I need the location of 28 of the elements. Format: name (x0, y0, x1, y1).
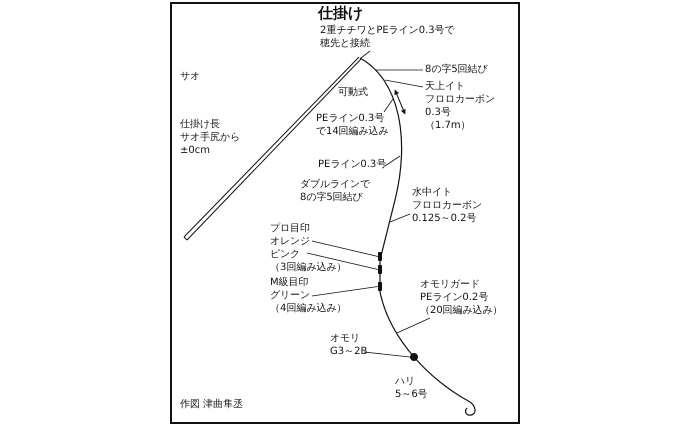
credit-text: 作図 津曲隼丞 (180, 398, 244, 411)
leader-line (306, 252, 378, 270)
leader-line (364, 352, 410, 358)
annotation-text: 天上イトフロロカーボン0.3号（1.7m） (425, 80, 495, 132)
leader-line (312, 240, 378, 257)
part-label: ハリ5～6号 (395, 375, 428, 401)
leader-line (390, 214, 410, 222)
diagram-title: 仕掛け (318, 4, 363, 22)
annotation-text: M級目印グリーン（4回編み込み） (270, 276, 346, 315)
annotation-text: 2重チチワとPEライン0.3号で穂先と接続 (320, 24, 455, 50)
annotation-text: オモリガードPEライン0.2号（20回編み込み） (420, 278, 503, 317)
leader-line (360, 50, 370, 58)
leader-line (384, 80, 424, 88)
annotation-text: 8の字5回結び (425, 63, 488, 76)
sinker-weight (410, 353, 418, 361)
annotation-text: 水中イトフロロカーボン0.125～0.2号 (412, 186, 482, 225)
annotation-text: オモリG3～2B (330, 332, 368, 358)
note-text: 可動式 (338, 86, 368, 99)
annotation-text: ダブルラインで8の字5回結び (300, 178, 370, 204)
part-label: サオ (180, 70, 200, 83)
annotation-text: PEライン0.3号 (318, 158, 386, 171)
annotation-text: プロ目印オレンジピンク（3回編み込み） (270, 222, 346, 274)
annotation-text: PEライン0.3号で14回編み込み (316, 112, 389, 138)
note-text: 仕掛け長サオ手尻から±0cm (180, 118, 240, 157)
leader-line (384, 98, 394, 112)
leader-line (384, 156, 400, 166)
leader-line (312, 286, 378, 296)
leader-line (396, 318, 430, 334)
